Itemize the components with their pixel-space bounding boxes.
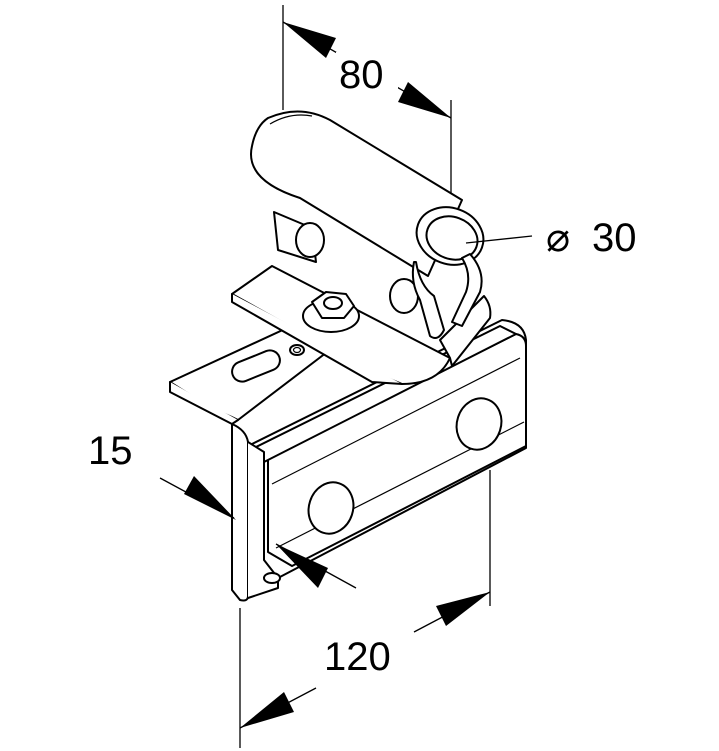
hex-bolt xyxy=(302,291,360,333)
dimension-label-80: 80 xyxy=(339,53,384,97)
small-hole-inner xyxy=(292,346,302,354)
dimension-label-15: 15 xyxy=(88,429,133,473)
tube-clamp xyxy=(250,110,485,339)
clamp-plate-upturn xyxy=(439,295,492,367)
diameter-symbol: ⌀ xyxy=(546,216,570,260)
leader-line-diameter xyxy=(465,235,533,244)
mounting-hole-left xyxy=(307,481,355,535)
dimension-120: 120 xyxy=(239,470,491,748)
small-hole xyxy=(289,344,305,356)
label-background xyxy=(336,52,398,96)
arrow-head-15-lower xyxy=(276,544,328,588)
clamp-tab-left xyxy=(411,261,445,339)
arrow-head-left xyxy=(283,22,336,58)
clamp-tab-right xyxy=(451,253,483,327)
dimension-label-30: 30 xyxy=(592,216,637,260)
arrow-head-120-right xyxy=(436,592,490,626)
top-flange-edge xyxy=(169,381,239,425)
bracket-part xyxy=(169,110,527,602)
channel-fold-line-top xyxy=(271,357,521,485)
mounting-hole-right xyxy=(455,397,503,451)
bolt-thread xyxy=(323,296,343,310)
dimension-80: 80 xyxy=(282,5,452,212)
clamp-lug-hole-back xyxy=(295,222,325,258)
arrow-head-15-upper xyxy=(184,476,236,520)
arrow-head-120-left xyxy=(240,692,294,728)
dimension-label-120: 120 xyxy=(324,635,391,679)
vertical-flange xyxy=(231,423,249,602)
tube-bore xyxy=(425,215,479,261)
tube-highlight xyxy=(269,114,313,125)
dimension-15: 15 xyxy=(88,429,357,589)
tube-body xyxy=(250,110,463,277)
arrow-head-right xyxy=(398,82,451,118)
dimension-diameter-30: ⌀ 30 xyxy=(465,216,637,260)
flange-notch xyxy=(263,572,281,584)
vertical-flange-side xyxy=(247,441,279,599)
adjustment-slot xyxy=(231,349,281,383)
clamp-plate-edge xyxy=(231,293,403,385)
